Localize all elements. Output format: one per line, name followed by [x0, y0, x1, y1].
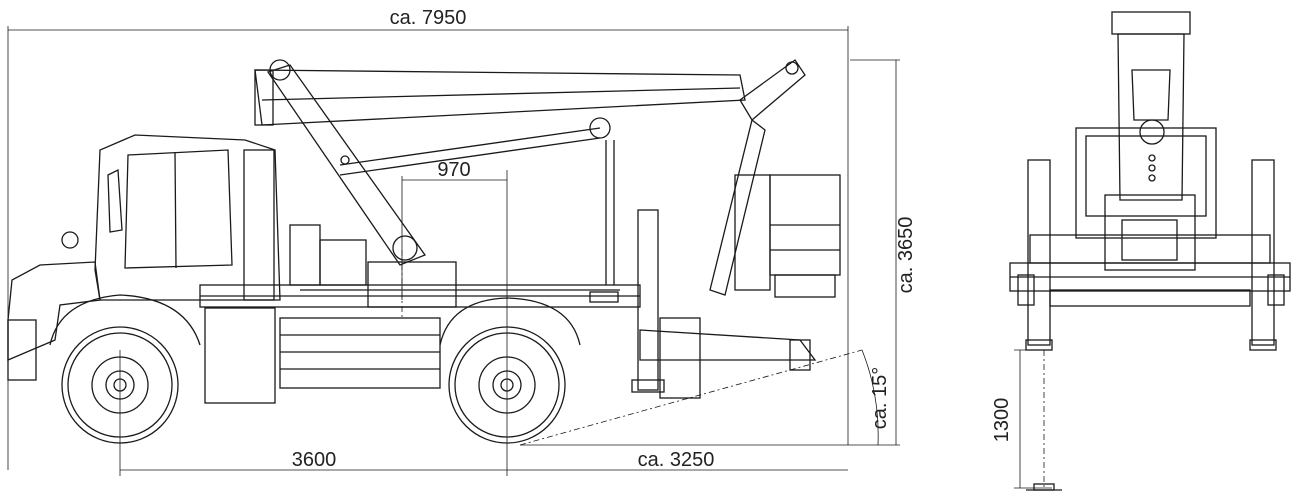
truck-side-view [7, 59, 841, 444]
wheelbase-label: 3600 [292, 449, 337, 471]
truck-front-view [1009, 11, 1291, 491]
overall-length-label: ca. 7950 [390, 7, 467, 29]
dimension-lines [7, 26, 1052, 490]
rear-wheel [448, 326, 566, 444]
overall-height-label: ca. 3650 [895, 217, 917, 294]
front-wheel [61, 326, 179, 444]
dimension-labels: ca. 7950 970 3600 ca. 3250 ca. 3650 ca. … [292, 7, 1013, 471]
rear-overhang-label: ca. 3250 [638, 449, 715, 471]
front-stance-height-label: 1300 [991, 398, 1013, 443]
departure-angle-label: ca. 15° [869, 367, 891, 429]
turret-offset-label: 970 [437, 159, 470, 181]
